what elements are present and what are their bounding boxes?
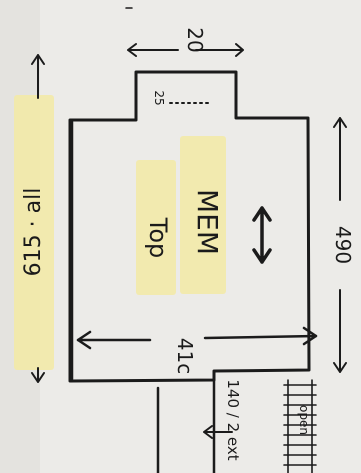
bottom-depth-label: 140 / 2 ext — [224, 379, 242, 460]
right-height-label: 490 — [331, 226, 355, 264]
top-width-arrow — [127, 43, 244, 57]
left-dimension-label: 615 · all — [21, 188, 46, 277]
hatched-wall-section — [283, 379, 317, 473]
bottom-small-arrow — [203, 425, 233, 439]
highlight-mem-label — [180, 136, 226, 294]
center-double-arrow — [252, 206, 272, 264]
left-dimension-arrow — [31, 54, 45, 383]
top-width-label: 20 — [183, 27, 207, 52]
center-label-top: Top — [144, 217, 172, 259]
notch-label: 25 — [152, 90, 166, 105]
highlight-top-label — [136, 160, 176, 295]
inner-width-arrow — [76, 326, 318, 350]
main-outline — [68, 70, 311, 383]
center-label-mem: MEM — [191, 189, 224, 255]
right-height-arrow — [333, 117, 347, 373]
bottom-extension-lines — [156, 378, 216, 473]
bottom-right-label: open — [297, 405, 311, 435]
highlight-left-dimension — [14, 95, 54, 370]
inner-width-label: 41c — [173, 338, 197, 374]
